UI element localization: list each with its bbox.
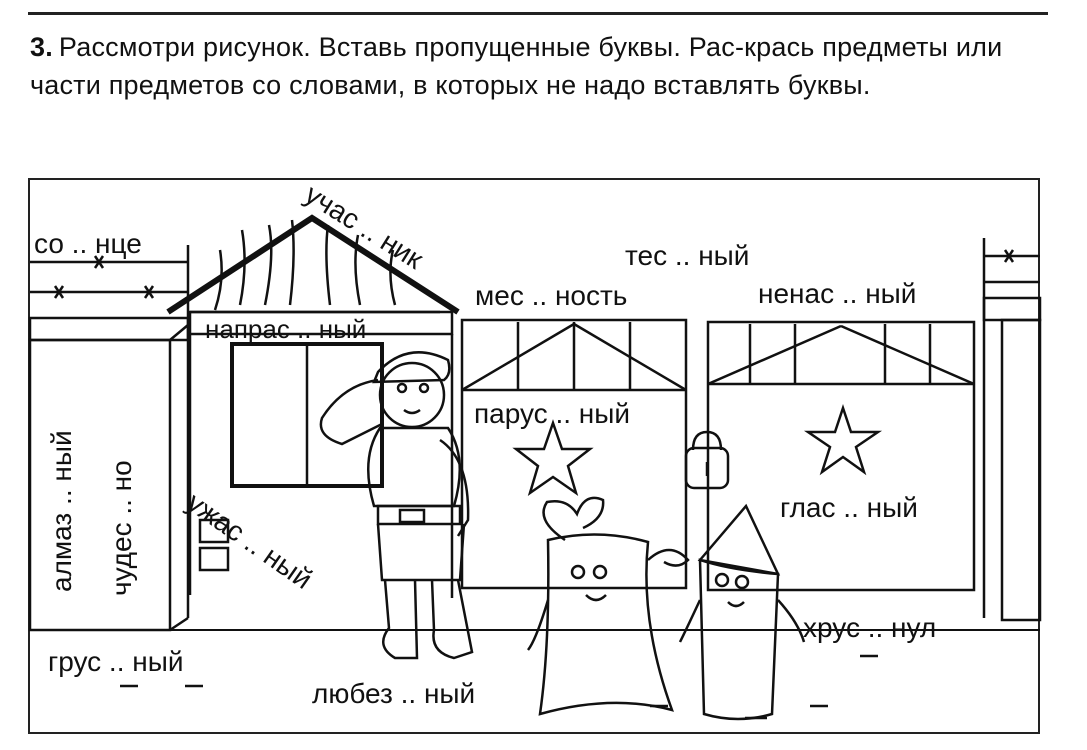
word-chudesno: чудес .. но — [106, 460, 137, 596]
word-glasny: глас .. ный — [780, 492, 918, 523]
task-instruction: 3.Рассмотри рисунок. Вставь пропущенные … — [30, 28, 1050, 104]
soldier-figure — [319, 351, 474, 660]
star-icon — [512, 419, 594, 497]
star-icon — [803, 404, 883, 476]
right-fence — [982, 238, 1042, 622]
word-grustny: грус .. ный — [48, 646, 184, 677]
word-tesny: тес .. ный — [625, 240, 750, 271]
word-khrustnul: хрус .. нул — [803, 612, 937, 643]
task-text: Рассмотри рисунок. Вставь пропущенные бу… — [30, 32, 1003, 100]
book-character — [526, 496, 690, 716]
word-naprasny: напрас .. ный — [205, 314, 367, 344]
word-almazny: алмаз .. ный — [46, 430, 77, 592]
guard-booth — [166, 214, 460, 598]
pencil-character — [678, 503, 806, 721]
word-parusny: парус .. ный — [474, 398, 631, 429]
left-gate — [460, 318, 688, 590]
word-lyubezny: любез .. ный — [312, 678, 476, 709]
right-gate — [706, 320, 976, 592]
top-rule — [28, 12, 1048, 15]
word-nenastny: ненас .. ный — [758, 278, 917, 309]
task-number: 3. — [30, 32, 53, 62]
word-solnce: со .. нце — [34, 228, 142, 259]
word-mestnost: мес .. ность — [475, 280, 628, 311]
padlock-icon — [684, 430, 730, 490]
